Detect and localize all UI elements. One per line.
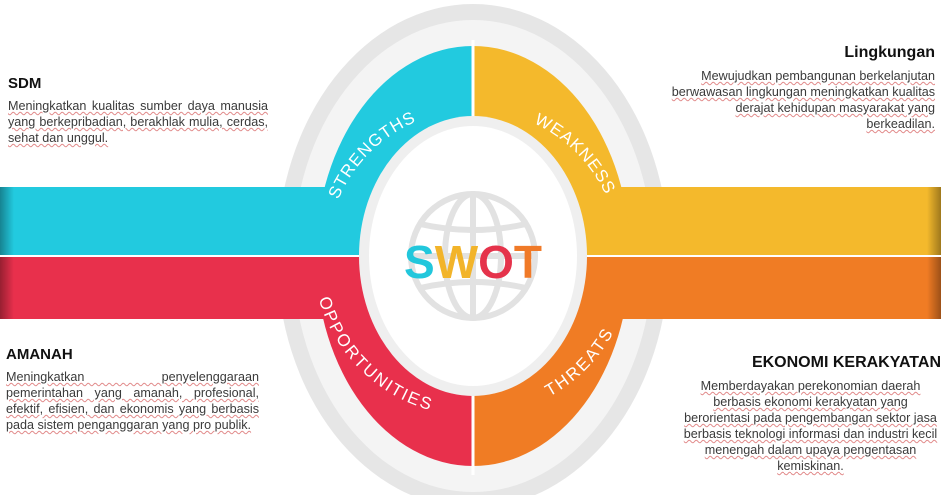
lingkungan-block: Lingkungan Mewujudkan pembangunan berkel…	[665, 44, 935, 132]
swot-letter-t: T	[514, 236, 542, 288]
lingkungan-text: Mewujudkan pembangunan berkelanjutan ber…	[671, 69, 935, 131]
sdm-title: SDM	[8, 75, 42, 92]
ekonomi-block: EKONOMI KERAKYATAN Memberdayakan perekon…	[680, 354, 941, 474]
left-edge-shade	[0, 187, 14, 319]
lingkungan-title: Lingkungan	[844, 44, 935, 61]
swot-title: SWOT	[404, 236, 542, 288]
sdm-text: Meningkatkan kualitas sumber daya manusi…	[8, 99, 268, 145]
amanah-block: AMANAH Meningkatkan penyelenggaraan peme…	[6, 346, 259, 433]
right-edge-shade	[927, 187, 941, 319]
amanah-text: Meningkatkan penyelenggaraan pemerintaha…	[6, 370, 259, 432]
swot-letter-s: S	[404, 236, 435, 288]
ekonomi-title: EKONOMI KERAKYATAN	[751, 354, 941, 371]
amanah-title: AMANAH	[6, 346, 73, 363]
sdm-block: SDM Meningkatkan kualitas sumber daya ma…	[8, 75, 268, 146]
swot-letter-o: O	[478, 236, 514, 288]
globe-icon	[408, 191, 538, 321]
ekonomi-text: Memberdayakan perekonomian daerah berbas…	[683, 379, 938, 473]
swot-letter-w: W	[435, 236, 479, 288]
